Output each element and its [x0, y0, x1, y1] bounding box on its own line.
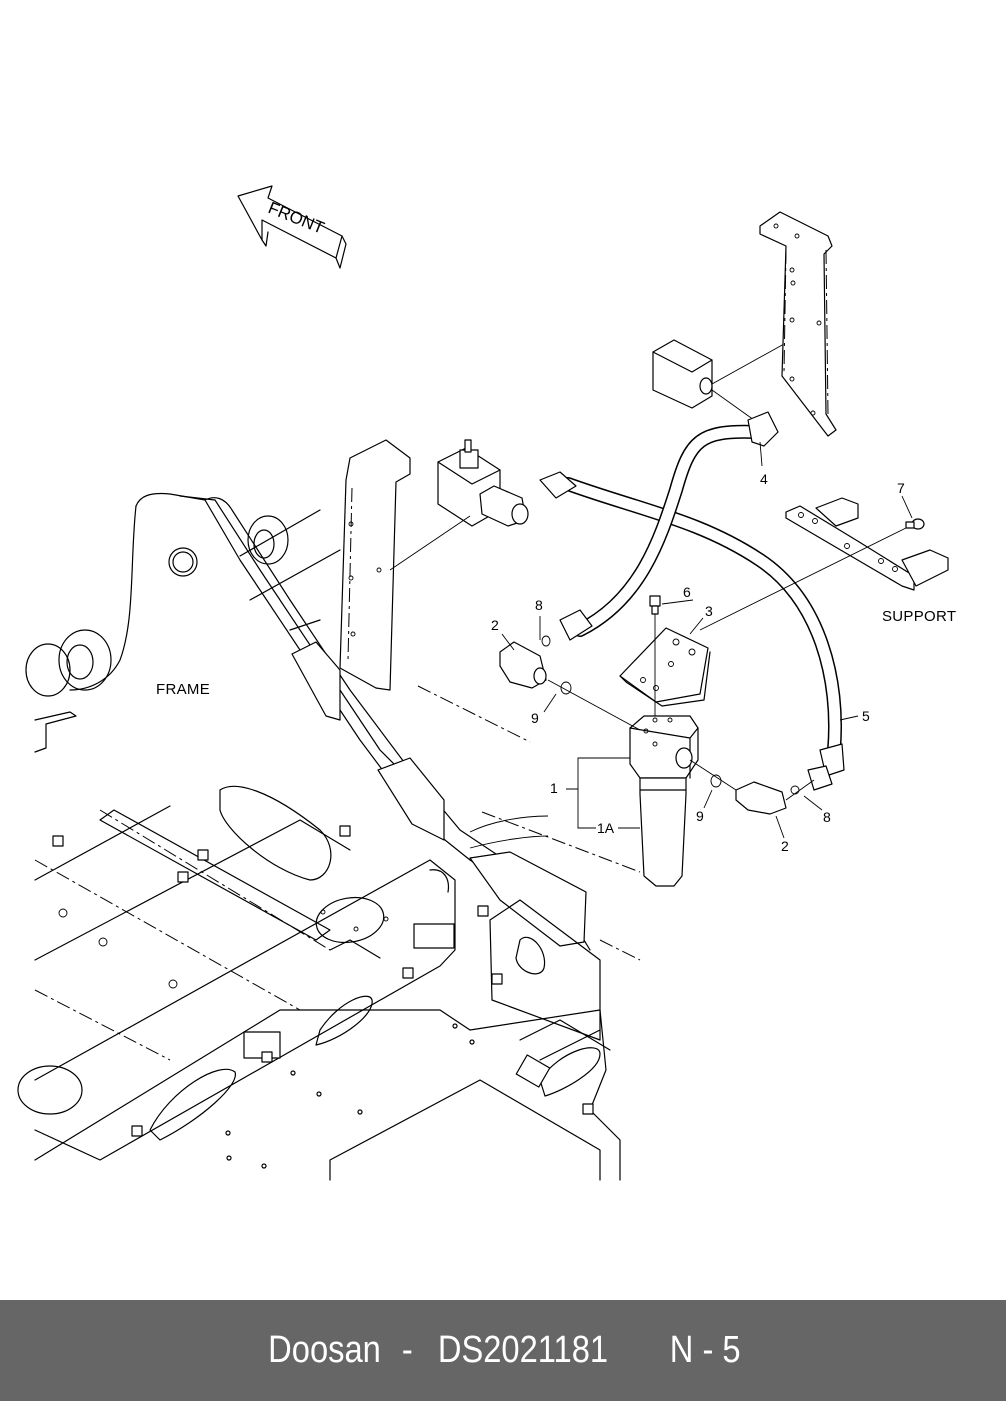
callout-9-lower: 9 [696, 808, 704, 824]
o-ring-9-lower [710, 774, 722, 788]
callout-2-upper: 2 [491, 617, 499, 633]
callout-8-lower: 8 [823, 809, 831, 825]
relief-valve [389, 439, 529, 571]
footer-separator: - [401, 1329, 413, 1371]
frame-structure [17, 439, 621, 1181]
bolt-7 [905, 518, 925, 530]
elbow-fitting-upper [499, 641, 547, 689]
callout-leaders [501, 441, 913, 839]
callout-5: 5 [862, 708, 870, 724]
front-arrow-icon: FRONT [237, 185, 347, 269]
callout-7: 7 [897, 480, 905, 496]
exploded-view-drawing: FRONT [17, 185, 949, 1181]
footer-page: N - 5 [669, 1329, 741, 1371]
callout-6: 6 [683, 584, 691, 600]
mounting-bracket-upper [759, 211, 837, 437]
footer-banner: Doosan - DS2021181 N - 5 [0, 1300, 1006, 1401]
footer-part-number: DS2021181 [438, 1329, 609, 1371]
o-ring-8-upper [541, 635, 551, 647]
filter-bracket [619, 595, 711, 740]
sensor-block [652, 323, 821, 421]
footer-brand: Doosan [268, 1329, 382, 1371]
o-ring-8-lower [790, 785, 800, 795]
support-label: SUPPORT [882, 608, 957, 625]
callout-1: 1 [550, 780, 558, 796]
callout-8-upper: 8 [535, 597, 543, 613]
callout-3: 3 [705, 603, 713, 619]
callout-1a: 1A [597, 820, 615, 836]
elbow-fitting-lower [735, 781, 787, 815]
parts-diagram: FRONT [17, 185, 957, 1181]
support-bracket [699, 497, 949, 631]
callout-4: 4 [760, 471, 768, 487]
hydraulic-filter [629, 715, 699, 887]
frame-label: FRAME [156, 681, 210, 698]
callout-9-upper: 9 [531, 710, 539, 726]
hose-assembly [539, 411, 845, 791]
o-ring-9-upper [560, 681, 572, 695]
callout-2-lower: 2 [781, 838, 789, 854]
